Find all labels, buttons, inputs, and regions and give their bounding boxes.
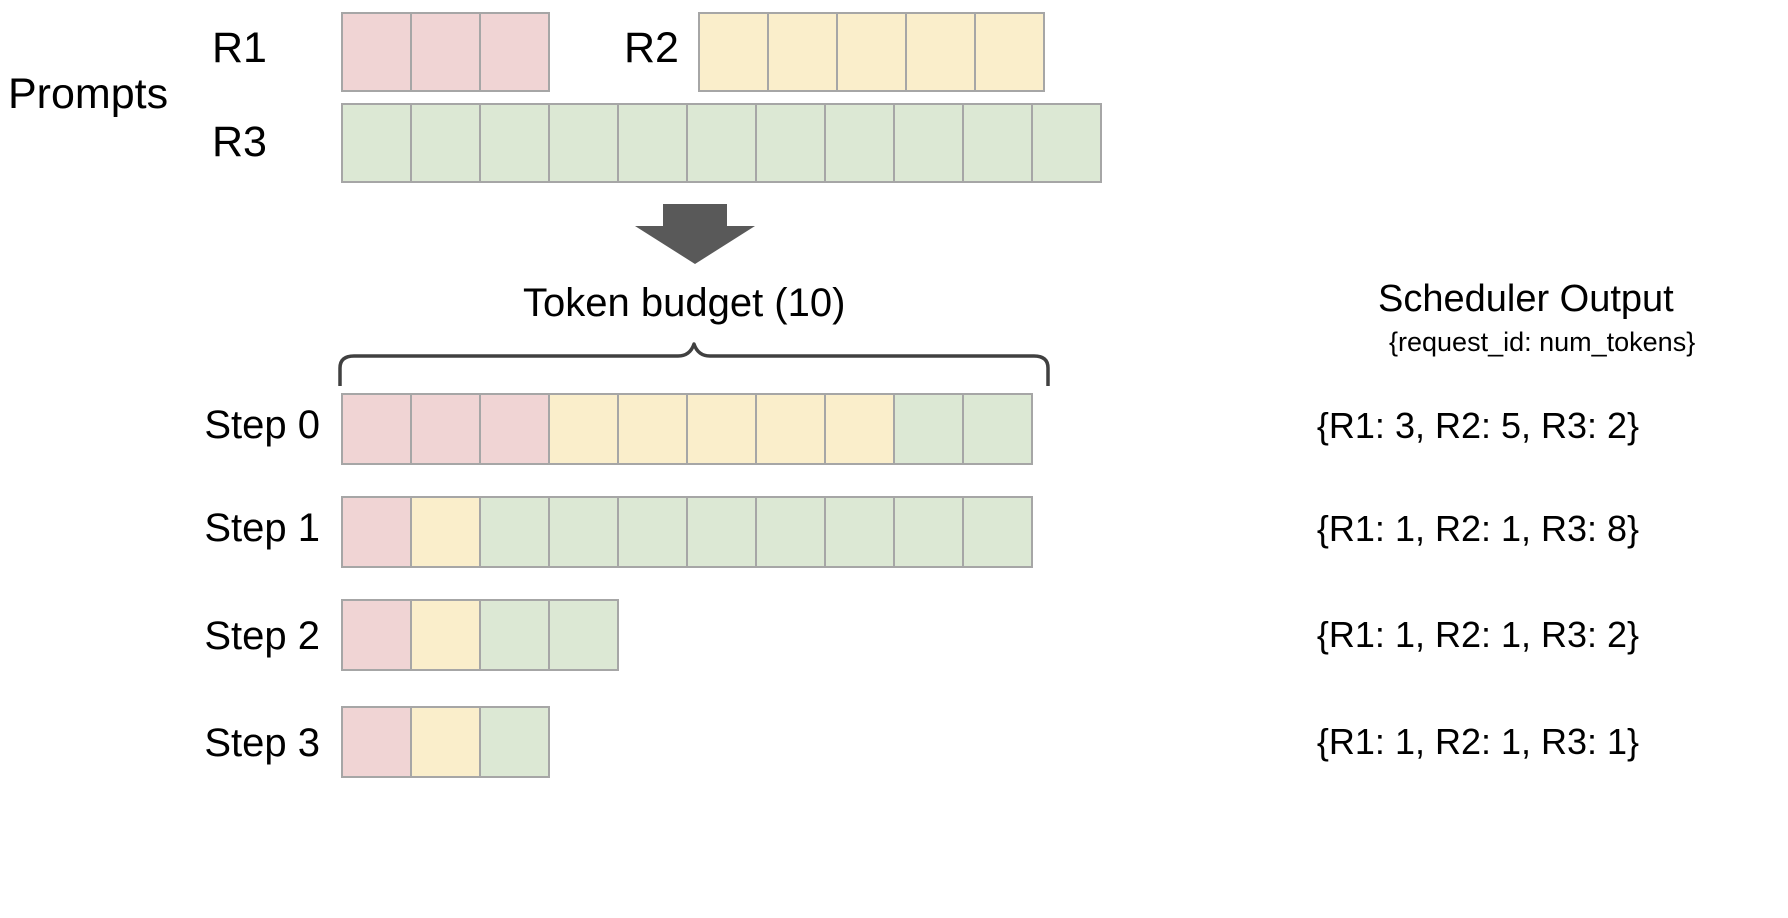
scheduler-output-row-3: {R1: 1, R2: 1, R3: 1}: [1316, 721, 1640, 762]
token-cell: [755, 393, 826, 465]
token-cell: [905, 12, 976, 92]
prompts-section-label: Prompts: [8, 70, 169, 118]
curly-brace-icon: [338, 340, 1050, 388]
token-cell: [974, 12, 1045, 92]
token-cell: [617, 393, 688, 465]
step-label-2: Step 2: [204, 614, 320, 658]
token-cell: [686, 103, 757, 183]
token-cell: [548, 393, 619, 465]
prompt-token-strip-r3: [341, 103, 1102, 183]
request-label-r2: R2: [624, 24, 679, 72]
token-cell: [479, 393, 550, 465]
token-cell: [410, 393, 481, 465]
token-cell: [410, 12, 481, 92]
token-cell: [962, 496, 1033, 568]
token-cell: [479, 103, 550, 183]
token-cell: [686, 496, 757, 568]
step-label-0: Step 0: [204, 403, 320, 447]
request-label-r3: R3: [212, 118, 267, 166]
token-cell: [686, 393, 757, 465]
token-cell: [341, 599, 412, 671]
prompt-token-strip-r1: [341, 12, 550, 92]
token-cell: [410, 706, 481, 778]
token-cell: [1031, 103, 1102, 183]
scheduler-output-subtitle: {request_id: num_tokens}: [1389, 327, 1696, 357]
step-label-1: Step 1: [204, 506, 320, 550]
token-cell: [479, 706, 550, 778]
token-cell: [479, 12, 550, 92]
token-cell: [893, 103, 964, 183]
token-cell: [962, 393, 1033, 465]
scheduler-output-row-2: {R1: 1, R2: 1, R3: 2}: [1316, 614, 1640, 655]
scheduler-output-title: Scheduler Output: [1378, 278, 1674, 320]
step-token-strip-1: [341, 496, 1033, 568]
step-label-3: Step 3: [204, 721, 320, 765]
token-cell: [341, 393, 412, 465]
token-cell: [410, 103, 481, 183]
token-cell: [410, 599, 481, 671]
token-cell: [836, 12, 907, 92]
request-label-r1: R1: [212, 24, 267, 72]
token-cell: [341, 496, 412, 568]
arrow-down-icon: [635, 204, 755, 264]
token-cell: [341, 103, 412, 183]
token-cell: [824, 496, 895, 568]
token-cell: [548, 599, 619, 671]
step-token-strip-0: [341, 393, 1033, 465]
token-cell: [479, 496, 550, 568]
token-cell: [617, 103, 688, 183]
token-cell: [548, 103, 619, 183]
token-cell: [341, 706, 412, 778]
step-token-strip-3: [341, 706, 550, 778]
scheduler-output-row-1: {R1: 1, R2: 1, R3: 8}: [1316, 508, 1640, 549]
scheduler-output-row-0: {R1: 3, R2: 5, R3: 2}: [1316, 405, 1640, 446]
token-cell: [698, 12, 769, 92]
step-token-strip-2: [341, 599, 619, 671]
token-cell: [767, 12, 838, 92]
token-cell: [962, 103, 1033, 183]
token-cell: [410, 496, 481, 568]
token-cell: [824, 393, 895, 465]
token-cell: [893, 496, 964, 568]
token-cell: [617, 496, 688, 568]
token-cell: [548, 496, 619, 568]
token-cell: [479, 599, 550, 671]
prompt-token-strip-r2: [698, 12, 1045, 92]
token-cell: [824, 103, 895, 183]
token-cell: [755, 496, 826, 568]
token-cell: [893, 393, 964, 465]
token-cell: [341, 12, 412, 92]
token-cell: [755, 103, 826, 183]
token-budget-label: Token budget (10): [523, 281, 846, 325]
